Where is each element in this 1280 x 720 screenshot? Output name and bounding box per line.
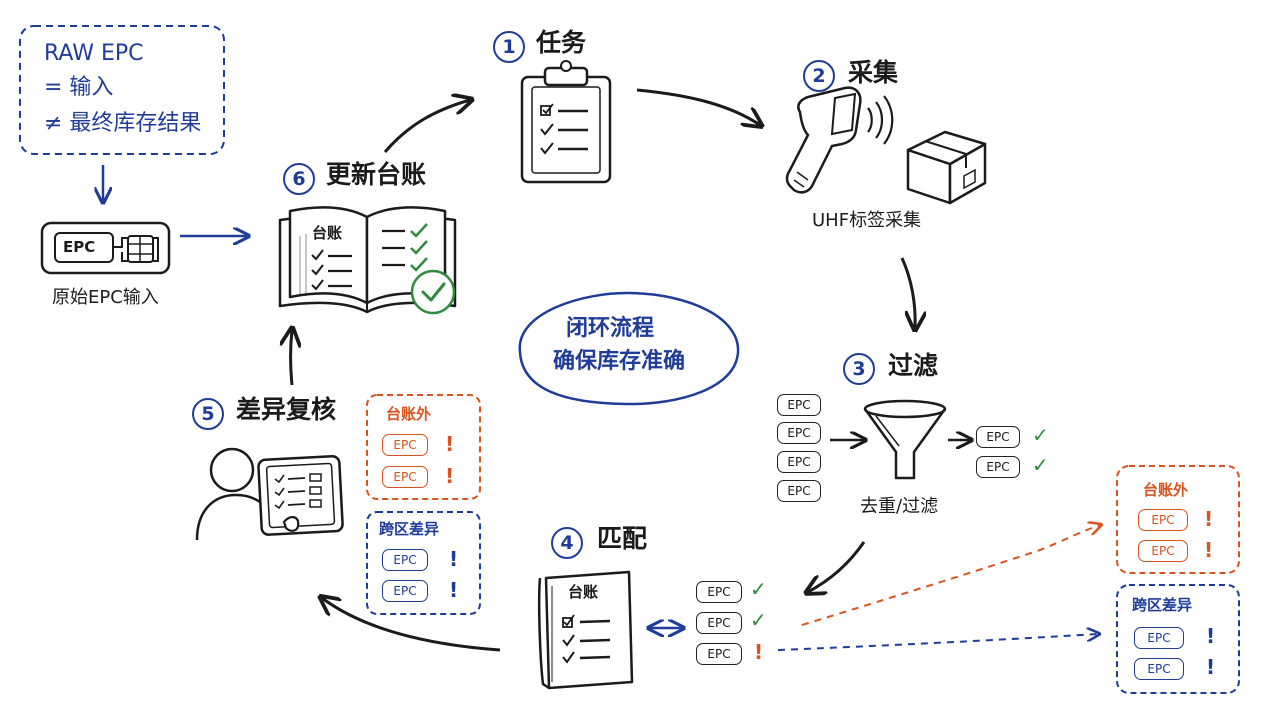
review-cross-epc: EPC [382,549,428,571]
note-line-raw-epc: RAW EPC [44,41,144,66]
check-icon: ✓ [1032,423,1049,447]
warning-icon: ! [754,640,764,664]
closed-ledger-book-icon [537,570,634,690]
closed-ledger-label: 台账 [568,583,599,601]
center-line-2: 确保库存准确 [553,349,686,374]
arrow-filter-to-match [808,541,866,592]
filter-output-epc: EPC [976,456,1020,478]
collect-caption: UHF标签采集 [812,210,922,231]
step-5-number: 5 [192,398,224,430]
review-outside-epc: EPC [382,466,428,488]
arrow-ledger-to-task [383,100,470,153]
result-outside-title: 台账外 [1143,481,1189,499]
step-4-number: 4 [551,527,583,559]
reviewer-person-icon [195,447,344,541]
arrow-task-to-collect [636,88,760,125]
result-cross-epc: EPC [1134,658,1184,680]
review-cross-box [366,511,481,615]
arrow-collect-to-filter [900,257,915,328]
step-2-title: 采集 [848,58,899,87]
open-ledger-book-icon [278,206,457,315]
filter-input-epc: EPC [777,480,821,502]
warning-icon: ! [449,578,459,602]
step-2-number: 2 [803,60,835,92]
rfid-chip-label: EPC [63,238,96,256]
step-6-number: 6 [283,163,315,195]
filter-input-epc: EPC [777,451,821,473]
warning-icon: ! [1204,507,1214,531]
step-6-title: 更新台账 [326,160,427,189]
arrow-match-to-review [322,598,501,652]
center-loop-ellipse [518,291,740,406]
result-cross-title: 跨区差异 [1132,596,1193,614]
check-icon: ✓ [750,608,767,632]
uhf-scanner-icon [785,86,894,194]
review-cross-epc: EPC [382,580,428,602]
note-line-not-final: ≠ 最终库存结果 [44,111,202,136]
filter-caption: 去重/过滤 [860,496,939,517]
step-1-title: 任务 [536,28,587,57]
warning-icon: ! [445,432,455,456]
warning-icon: ! [1204,538,1214,562]
warning-icon: ! [445,464,455,488]
review-outside-title: 台账外 [386,405,432,423]
result-outside-epc: EPC [1138,509,1188,531]
check-icon: ✓ [1032,453,1049,477]
review-outside-epc: EPC [382,434,428,456]
check-icon: ✓ [750,577,767,601]
warning-icon: ! [1206,624,1216,648]
step-3-title: 过滤 [888,351,939,380]
funnel-icon [863,399,947,480]
note-line-input: = 输入 [44,75,114,100]
filter-output-epc: EPC [976,426,1020,448]
step-4-title: 匹配 [597,524,648,553]
step-3-number: 3 [843,353,875,385]
warning-icon: ! [1206,655,1216,679]
rfid-tag-icon [40,221,171,275]
match-result-epc: EPC [696,612,742,634]
center-line-1: 闭环流程 [566,316,655,341]
package-box-icon [906,130,987,205]
match-result-epc: EPC [696,581,742,603]
clipboard-icon [520,60,612,184]
review-cross-title: 跨区差异 [379,520,440,538]
raw-epc-note-box [19,25,225,155]
warning-icon: ! [449,547,459,571]
filter-input-epc: EPC [777,394,821,416]
step-1-number: 1 [493,31,525,63]
result-outside-epc: EPC [1138,540,1188,562]
result-cross-epc: EPC [1134,627,1184,649]
arrow-review-to-ledger [291,330,293,386]
match-result-epc: EPC [696,643,742,665]
step-5-title: 差异复核 [236,395,337,424]
arrow-to-outside-group [801,525,1100,626]
review-outside-box [366,394,481,500]
raw-input-caption: 原始EPC输入 [52,287,159,308]
filter-input-epc: EPC [777,422,821,444]
arrow-to-cross-group [777,634,1098,651]
open-ledger-label: 台账 [312,224,343,242]
